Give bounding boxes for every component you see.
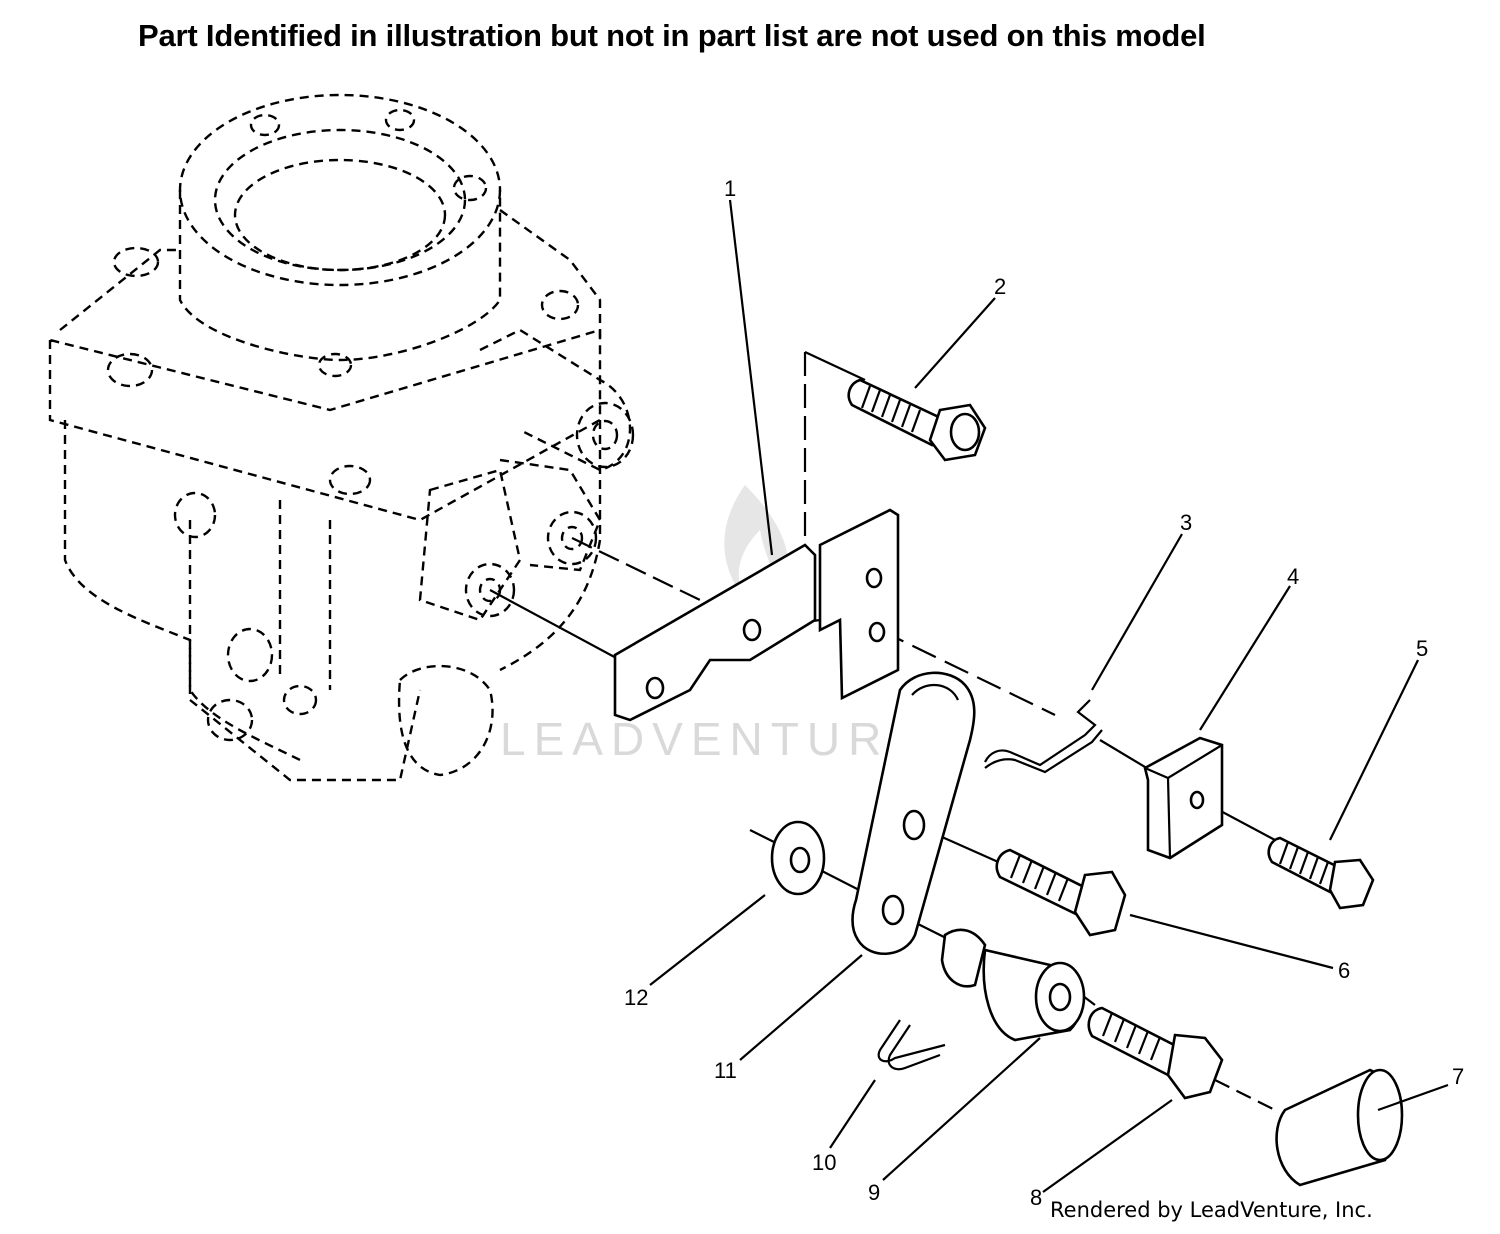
part-clip (1143, 736, 1224, 860)
callout-1: 1 (724, 176, 736, 201)
part-bolt-8 (1087, 1006, 1224, 1100)
callouts: 1 2 3 4 5 6 7 8 9 10 11 12 (624, 176, 1464, 1210)
callout-9: 9 (868, 1180, 880, 1205)
callout-6: 6 (1338, 958, 1350, 983)
leader-lines (649, 199, 1449, 1193)
part-washer (770, 820, 826, 896)
watermark-flame-logo (724, 485, 789, 610)
part-link (851, 671, 976, 955)
callout-12: 12 (624, 985, 648, 1010)
footer-credit: Rendered by LeadVenture, Inc. (1050, 1198, 1373, 1222)
watermark: LEADVENTURE (500, 485, 928, 765)
callout-4: 4 (1287, 564, 1299, 589)
callout-10: 10 (812, 1150, 836, 1175)
part-hairpin-clip (877, 1019, 946, 1071)
part-bolt-6 (995, 848, 1127, 937)
part-spring-wire (984, 699, 1103, 774)
part-cap (1275, 1068, 1404, 1187)
part-bolt-2 (847, 378, 987, 462)
callout-2: 2 (994, 274, 1006, 299)
part-bracket (613, 508, 900, 722)
part-ferrule (940, 928, 1086, 1042)
callout-8: 8 (1030, 1185, 1042, 1210)
callout-7: 7 (1452, 1064, 1464, 1089)
watermark-text: LEADVENTURE (500, 713, 928, 765)
callout-3: 3 (1180, 510, 1192, 535)
diagram-note: Part Identified in illustration but not … (138, 18, 1206, 53)
callout-11: 11 (714, 1058, 737, 1083)
part-bolt-5 (1267, 836, 1375, 910)
callout-5: 5 (1416, 636, 1428, 661)
carburetor-body (48, 93, 635, 782)
